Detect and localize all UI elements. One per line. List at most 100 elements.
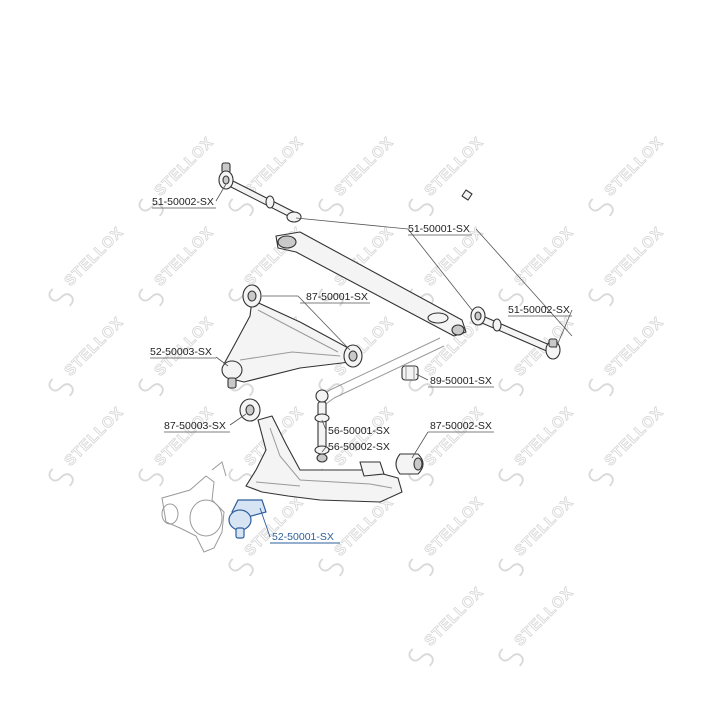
watermark-text: STELLOX: [61, 314, 127, 380]
watermark-logo-icon: [138, 288, 164, 307]
right-adjuster-sleeve: [492, 318, 502, 332]
label-upper-ball-joint[interactable]: 52-50003-SX: [150, 346, 212, 358]
upper-ball-joint-stud: [227, 377, 237, 389]
stabilizer-bushing-lines: [405, 366, 415, 380]
leader-tie-rod-assembly-a: [295, 217, 409, 230]
tie-rod-assembly: [218, 162, 561, 360]
watermark-logo-icon: [408, 468, 434, 487]
label-upper-arm-bushing[interactable]: 87-50001-SX: [306, 291, 368, 303]
label-lower-arm-bushing-rear[interactable]: 87-50002-SX: [430, 420, 492, 432]
watermark-logo-icon: [48, 288, 74, 307]
watermark-logo-icon: [138, 468, 164, 487]
watermark-tile: STELLOX: [408, 493, 487, 577]
leader-lines: [215, 183, 573, 538]
stabilizer-link-bottom-bushing: [316, 453, 328, 463]
watermark-logo-icon: [48, 378, 74, 397]
watermark-tile: STELLOX: [318, 133, 397, 217]
upper-arm-rib: [257, 309, 339, 353]
watermark-tile: STELLOX: [138, 223, 217, 307]
stabilizer-link-top-bushing: [315, 389, 329, 403]
idler-joint: [286, 211, 302, 223]
lower-ball-joint-body: [228, 509, 252, 531]
lower-arm-rib: [269, 427, 393, 489]
stabilizer-link-washer-1: [314, 413, 330, 423]
left-adjuster-sleeve: [265, 195, 275, 209]
label-tie-rod-end-left[interactable]: 51-50002-SX: [152, 196, 214, 208]
lower-ball-joint-stud: [235, 527, 245, 539]
lower-ball-joint: [228, 499, 267, 539]
watermark-logo-icon: [318, 198, 344, 217]
right-tie-rod: [474, 313, 553, 353]
leader-lower-bushing-front: [229, 413, 247, 426]
stabilizer-bushing-body: [401, 365, 419, 381]
watermark-logo-icon: [48, 468, 74, 487]
label-tie-rod-assembly[interactable]: 51-50001-SX: [408, 223, 470, 235]
watermark-tile: STELLOX: [588, 403, 667, 487]
watermark-logo-icon: [588, 378, 614, 397]
label-stabilizer-link-b[interactable]: 56-50002-SX: [328, 441, 390, 453]
label-lower-arm-bushing-front[interactable]: 87-50003-SX: [164, 420, 226, 432]
watermark-text: STELLOX: [601, 404, 667, 470]
watermark-logo-icon: [318, 288, 344, 307]
watermark-logo-icon: [138, 198, 164, 217]
stabilizer-bushing: [401, 365, 419, 381]
leader-stabilizer-link-a: [321, 419, 327, 431]
upper-arm-bushing-rear-core: [348, 350, 358, 362]
stabilizer-bar-upper: [329, 337, 441, 391]
lower-arm-bushing-front: [239, 398, 261, 422]
upper-arm-bushing-top-core: [247, 290, 257, 302]
watermark-logo-icon: [138, 378, 164, 397]
watermark-text: STELLOX: [601, 224, 667, 290]
watermark-text: STELLOX: [151, 134, 217, 200]
label-lower-ball-joint[interactable]: 52-50001-SX: [272, 531, 334, 543]
knuckle-outline: [161, 475, 225, 553]
stabilizer-link: [314, 389, 330, 463]
watermark-tile: STELLOX: [408, 583, 487, 667]
watermark-tile: STELLOX: [498, 583, 577, 667]
leader-tie-rod-assembly-b: [407, 228, 473, 311]
leader-stabilizer-link-b: [321, 446, 327, 453]
watermark-logo-icon: [228, 198, 254, 217]
stabilizer-bar-lower: [333, 345, 445, 399]
watermark-logo-icon: [498, 468, 524, 487]
steering-knuckle: [161, 461, 227, 553]
center-link-boss: [427, 312, 449, 324]
label-stabilizer-bushing[interactable]: 89-50001-SX: [430, 375, 492, 387]
watermark-logo-icon: [498, 558, 524, 577]
watermark-tile: STELLOX: [48, 223, 127, 307]
watermark-text: STELLOX: [421, 404, 487, 470]
watermark-text: STELLOX: [601, 134, 667, 200]
watermark-tile: STELLOX: [138, 403, 217, 487]
center-link: [275, 211, 467, 337]
right-tie-rod-end-stud: [548, 338, 558, 348]
watermark-logo-icon: [498, 288, 524, 307]
upper-control-arm: [221, 284, 363, 389]
watermark-logo-icon: [588, 198, 614, 217]
lower-arm-mount: [359, 461, 385, 477]
watermark-tile: STELLOX: [498, 403, 577, 487]
watermark-text: STELLOX: [61, 224, 127, 290]
watermark-text: STELLOX: [511, 494, 577, 560]
watermark-text: STELLOX: [61, 404, 127, 470]
leader-upper-bushing-top-b: [297, 295, 351, 351]
lower-arm-rib-2: [255, 481, 301, 487]
knuckle-hub: [189, 499, 223, 537]
lower-arm-bushing-rear-core: [413, 457, 423, 471]
watermark-text: STELLOX: [421, 584, 487, 650]
watermark-text: STELLOX: [511, 404, 577, 470]
watermark-text: STELLOX: [331, 134, 397, 200]
leader-stabilizer-bushing: [415, 373, 429, 381]
label-tie-rod-end-right[interactable]: 51-50002-SX: [508, 304, 570, 316]
right-tie-rod-end: [470, 306, 561, 360]
watermark-text: STELLOX: [601, 314, 667, 380]
watermark-text: STELLOX: [151, 404, 217, 470]
center-link-eye-right: [451, 324, 465, 336]
knuckle-arm: [211, 461, 227, 477]
watermark-logo-icon: [498, 648, 524, 667]
watermark-logo-icon: [408, 378, 434, 397]
watermark-logo-icon: [588, 468, 614, 487]
watermark-logo-icon: [408, 558, 434, 577]
label-stabilizer-link-a[interactable]: 56-50001-SX: [328, 425, 390, 437]
